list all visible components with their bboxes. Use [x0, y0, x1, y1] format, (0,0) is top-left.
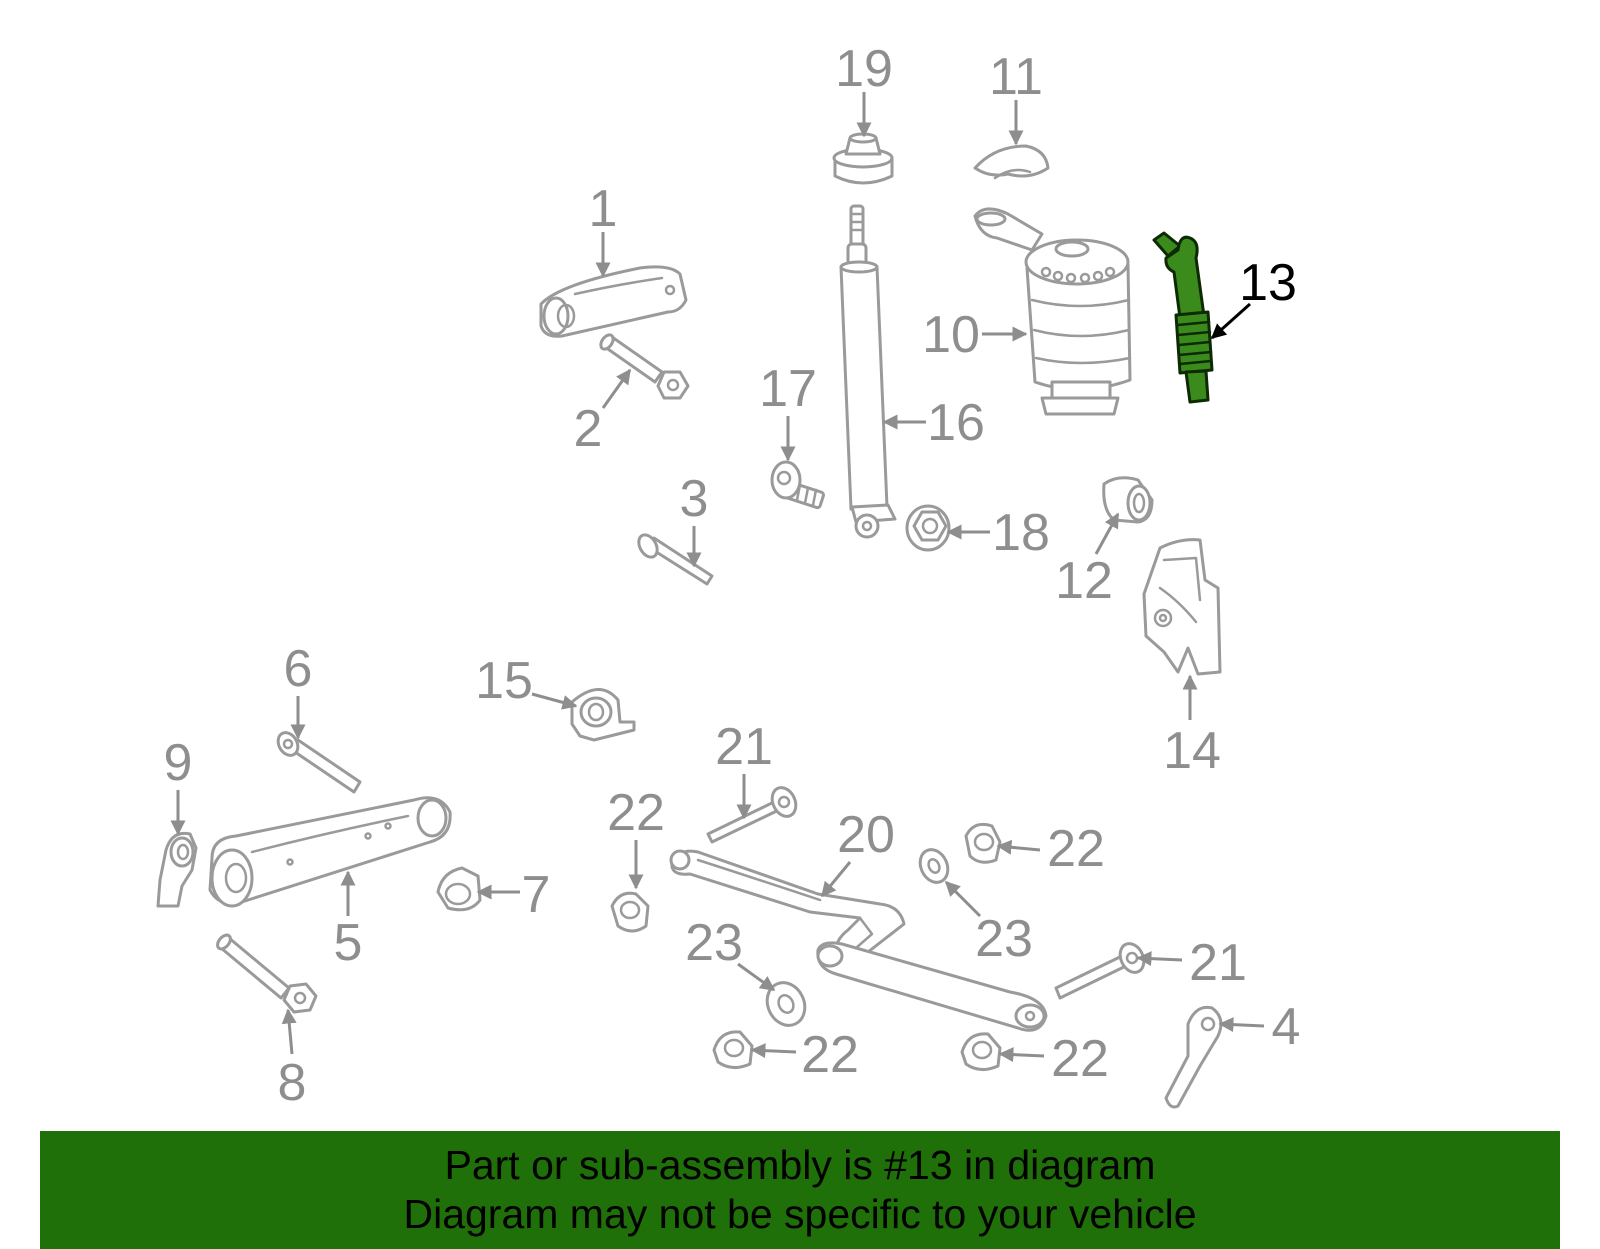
callout-22-upper-right: 22: [1047, 820, 1105, 878]
part-21-bolt-right: [1054, 942, 1146, 1000]
part-1-bracket: [539, 265, 688, 338]
part-18-nut: [905, 504, 951, 552]
callout-8: 8: [278, 1054, 307, 1112]
part-15-bushing: [570, 688, 636, 742]
part-21-bolt-upper: [706, 786, 798, 844]
part-23-washer-upper: [918, 848, 950, 884]
callout-14: 14: [1163, 722, 1221, 780]
part-14-bracket: [1142, 538, 1222, 676]
callout-21-right: 21: [1189, 934, 1247, 992]
info-banner: Part or sub-assembly is #13 in diagram D…: [40, 1131, 1560, 1249]
callout-6: 6: [284, 640, 313, 698]
callout-23-lower: 23: [685, 914, 743, 972]
part-8-bolt: [216, 933, 318, 1014]
callout-1: 1: [589, 180, 618, 238]
part-11-spring-seat: [973, 144, 1050, 180]
callout-13: 13: [1239, 254, 1297, 312]
callout-22-bottom-right: 22: [1051, 1030, 1109, 1088]
part-3-bolt: [637, 533, 714, 586]
part-2-bolt: [599, 333, 690, 400]
callout-12: 12: [1055, 552, 1113, 610]
part-20-arm: [669, 849, 1048, 1032]
callout-21-upper: 21: [715, 718, 773, 776]
part-16-shock-absorber: [839, 204, 897, 539]
callout-3: 3: [680, 470, 709, 528]
callout-23-upper: 23: [975, 910, 1033, 968]
callout-9: 9: [164, 734, 193, 792]
banner-line-part: Part or sub-assembly is #13 in diagram: [444, 1141, 1156, 1188]
callout-5: 5: [334, 914, 363, 972]
part-22-nut-bottom-left: [712, 1030, 754, 1069]
callout-7: 7: [522, 866, 551, 924]
callout-15: 15: [475, 652, 533, 710]
part-10-air-spring: [973, 207, 1132, 416]
callout-labels: 19 11 1 13 10 2 16 17 3 18 12 14 15 6 9 …: [164, 40, 1301, 1112]
leader-lines: [170, 92, 1265, 1063]
part-12-bushing: [1102, 476, 1154, 524]
part-22-nut-upper-right: [964, 822, 1002, 864]
part-19-mount-nut: [832, 132, 894, 185]
part-22-nut-left: [610, 891, 650, 933]
callout-22-left: 22: [607, 784, 665, 842]
part-5-lower-arm: [208, 796, 452, 908]
part-23-washer-lower: [765, 981, 807, 1027]
part-4-link: [1164, 1005, 1223, 1109]
callout-11: 11: [989, 48, 1043, 106]
callout-2: 2: [574, 400, 603, 458]
banner-line-disclaimer: Diagram may not be specific to your vehi…: [403, 1191, 1197, 1237]
part-7-nut: [436, 866, 482, 912]
part-13-height-sensor: [1152, 231, 1214, 404]
part-9-bracket: [156, 831, 198, 908]
callout-16: 16: [927, 394, 985, 452]
part-17-bolt: [770, 460, 825, 510]
part-22-nut-bottom-right: [960, 1032, 1002, 1071]
callout-10: 10: [922, 306, 980, 364]
callout-18: 18: [992, 504, 1050, 562]
callout-19: 19: [835, 40, 893, 98]
part-6-bolt: [276, 731, 362, 794]
callout-22-bottom-left: 22: [801, 1026, 859, 1084]
callout-17: 17: [759, 360, 817, 418]
callout-20: 20: [837, 806, 895, 864]
callout-4: 4: [1272, 998, 1301, 1056]
